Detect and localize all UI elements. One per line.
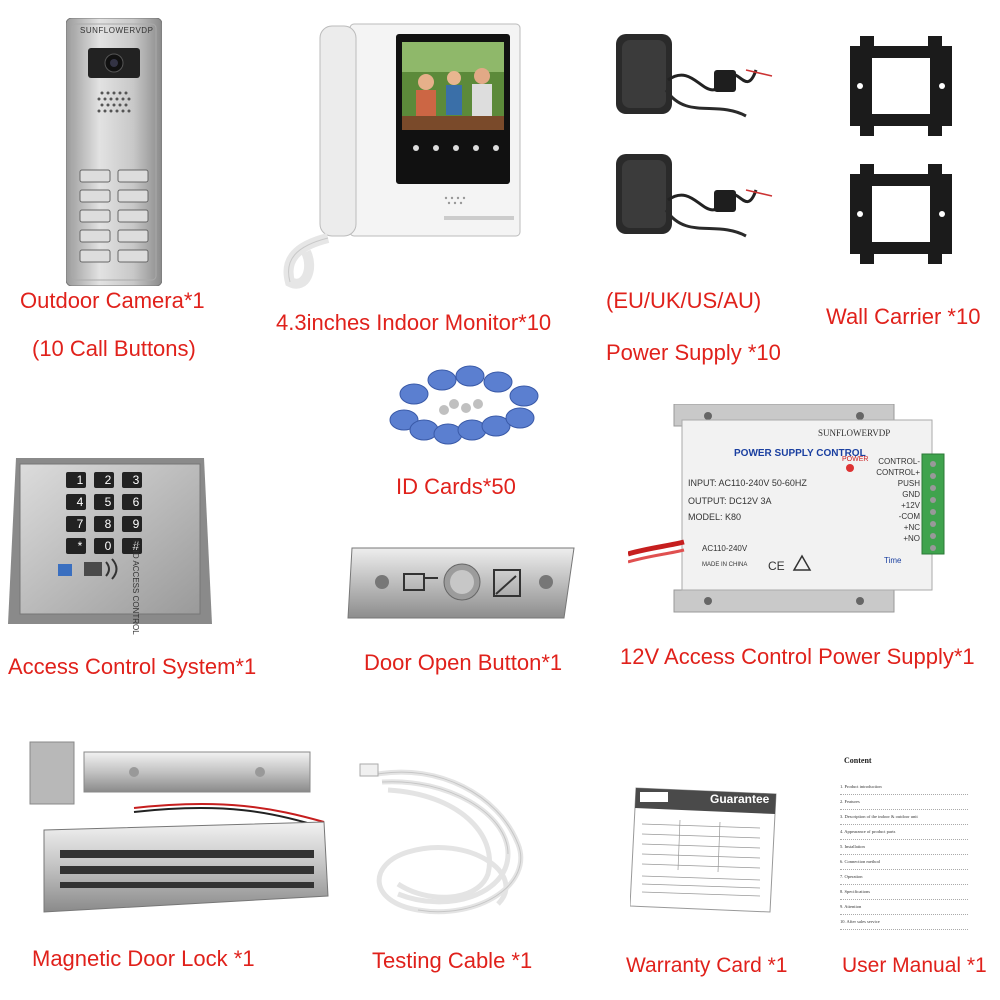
keypad-keys: 1 2 3 4 5 6 7 8 9 * 0 # [66,472,150,560]
warranty-card-image [629,784,780,914]
id-cards-label: ID Cards*50 [396,474,516,499]
psu-model-text: MODEL: K80 [688,512,742,522]
psu-brand: SUNFLOWERVDP [818,428,891,438]
keypad-key: 9 [132,517,140,531]
door-open-button-label: Door Open Button*1 [364,650,563,675]
psu-terminal-label: +12V [901,501,920,510]
manual-item: 9. Attention [840,900,968,915]
door-open-button-image [346,544,578,622]
psu-terminal-label: PUSH [897,479,920,488]
power-adapter-image-bottom [606,140,776,250]
psu-ac-text: AC110-240V [702,544,748,553]
camera-brand-text: SUNFLOWERVDP [80,26,154,35]
warranty-card-label: Warranty Card *1 [626,954,788,977]
manual-title: Content [844,756,872,765]
psu-time-text: Time [884,556,902,565]
manual-item: 1. Product introduction [840,780,968,795]
manual-item: 2. Features [840,795,968,810]
testing-cable-label: Testing Cable *1 [372,948,533,973]
access-power-supply-label: 12V Access Control Power Supply*1 [620,644,975,669]
keypad-key-grid: 1 2 3 4 5 6 7 8 9 * 0 # [66,472,150,560]
psu-terminal-labels: CONTROL- CONTROL+ PUSH GND +12V -COM +NC… [868,456,920,544]
manual-item: 5. Installation [840,840,968,855]
psu-terminal-label: GND [902,490,920,499]
keypad-image [6,454,214,630]
indoor-monitor-image [276,20,526,290]
manual-item: 6. Connection method [840,855,968,870]
outdoor-camera-image [65,17,163,287]
keypad-key: * [77,539,83,553]
keypad-key: 5 [104,495,112,509]
psu-terminal-label: +NO [903,534,920,543]
keypad-key: 4 [76,495,84,509]
psu-made-in-text: MADE IN CHINA [702,562,748,568]
psu-input-text: INPUT: AC110-240V 50-60HZ [688,478,807,488]
outdoor-camera-sub-label: (10 Call Buttons) [32,336,196,361]
keypad-key: # [132,539,140,553]
psu-terminal-label: +NC [903,523,920,532]
outdoor-camera-label: Outdoor Camera*1 [20,288,205,313]
user-manual-label: User Manual *1 [842,954,987,977]
id-cards-image [374,360,544,450]
keypad-side-text: RFID ACCESS CONTROL [131,540,140,635]
keypad-key: 0 [104,539,112,553]
keypad-key: 6 [132,495,140,509]
access-power-supply-image: CE [627,403,948,614]
psu-output-text: OUTPUT: DC12V 3A [688,496,772,506]
manual-item: 10. After sales service [840,915,968,930]
manual-item: 7. Operation [840,870,968,885]
testing-cable-image [358,734,544,924]
power-supply-label: Power Supply *10 [606,340,781,365]
wall-carrier-image-bottom [846,164,956,264]
magnetic-lock-image [24,738,334,920]
user-manual-image: Content 1. Product introduction 2. Featu… [830,752,970,932]
psu-title: POWER SUPPLY CONTROL [734,448,866,459]
keypad-key: 7 [76,517,84,531]
indoor-monitor-label: 4.3inches Indoor Monitor*10 [276,310,552,335]
psu-power-led-label: POWER [842,456,869,463]
power-adapter-image-top [606,20,776,130]
access-control-label: Access Control System*1 [8,654,257,679]
psu-terminal-label: CONTROL+ [876,468,920,477]
wall-carrier-image-top [846,36,956,136]
manual-item: 3. Description of the indoor & outdoor u… [840,810,968,825]
manual-item: 4. Appearance of product parts [840,825,968,840]
psu-terminal-label: -COM [898,512,920,521]
svg-text:CE: CE [768,559,785,573]
keypad-key: 8 [104,517,112,531]
power-supply-region-label: (EU/UK/US/AU) [606,288,762,313]
warranty-title: Guarantee [710,792,770,806]
psu-terminal-label: CONTROL- [878,457,920,466]
magnetic-lock-label: Magnetic Door Lock *1 [32,946,255,971]
keypad-key: 3 [132,473,140,487]
manual-item: 8. Specifications [840,885,968,900]
keypad-key: 2 [104,473,112,487]
manual-contents-list: 1. Product introduction 2. Features 3. D… [840,780,968,930]
keypad-key: 1 [76,473,84,487]
wall-carrier-label: Wall Carrier *10 [826,304,981,329]
